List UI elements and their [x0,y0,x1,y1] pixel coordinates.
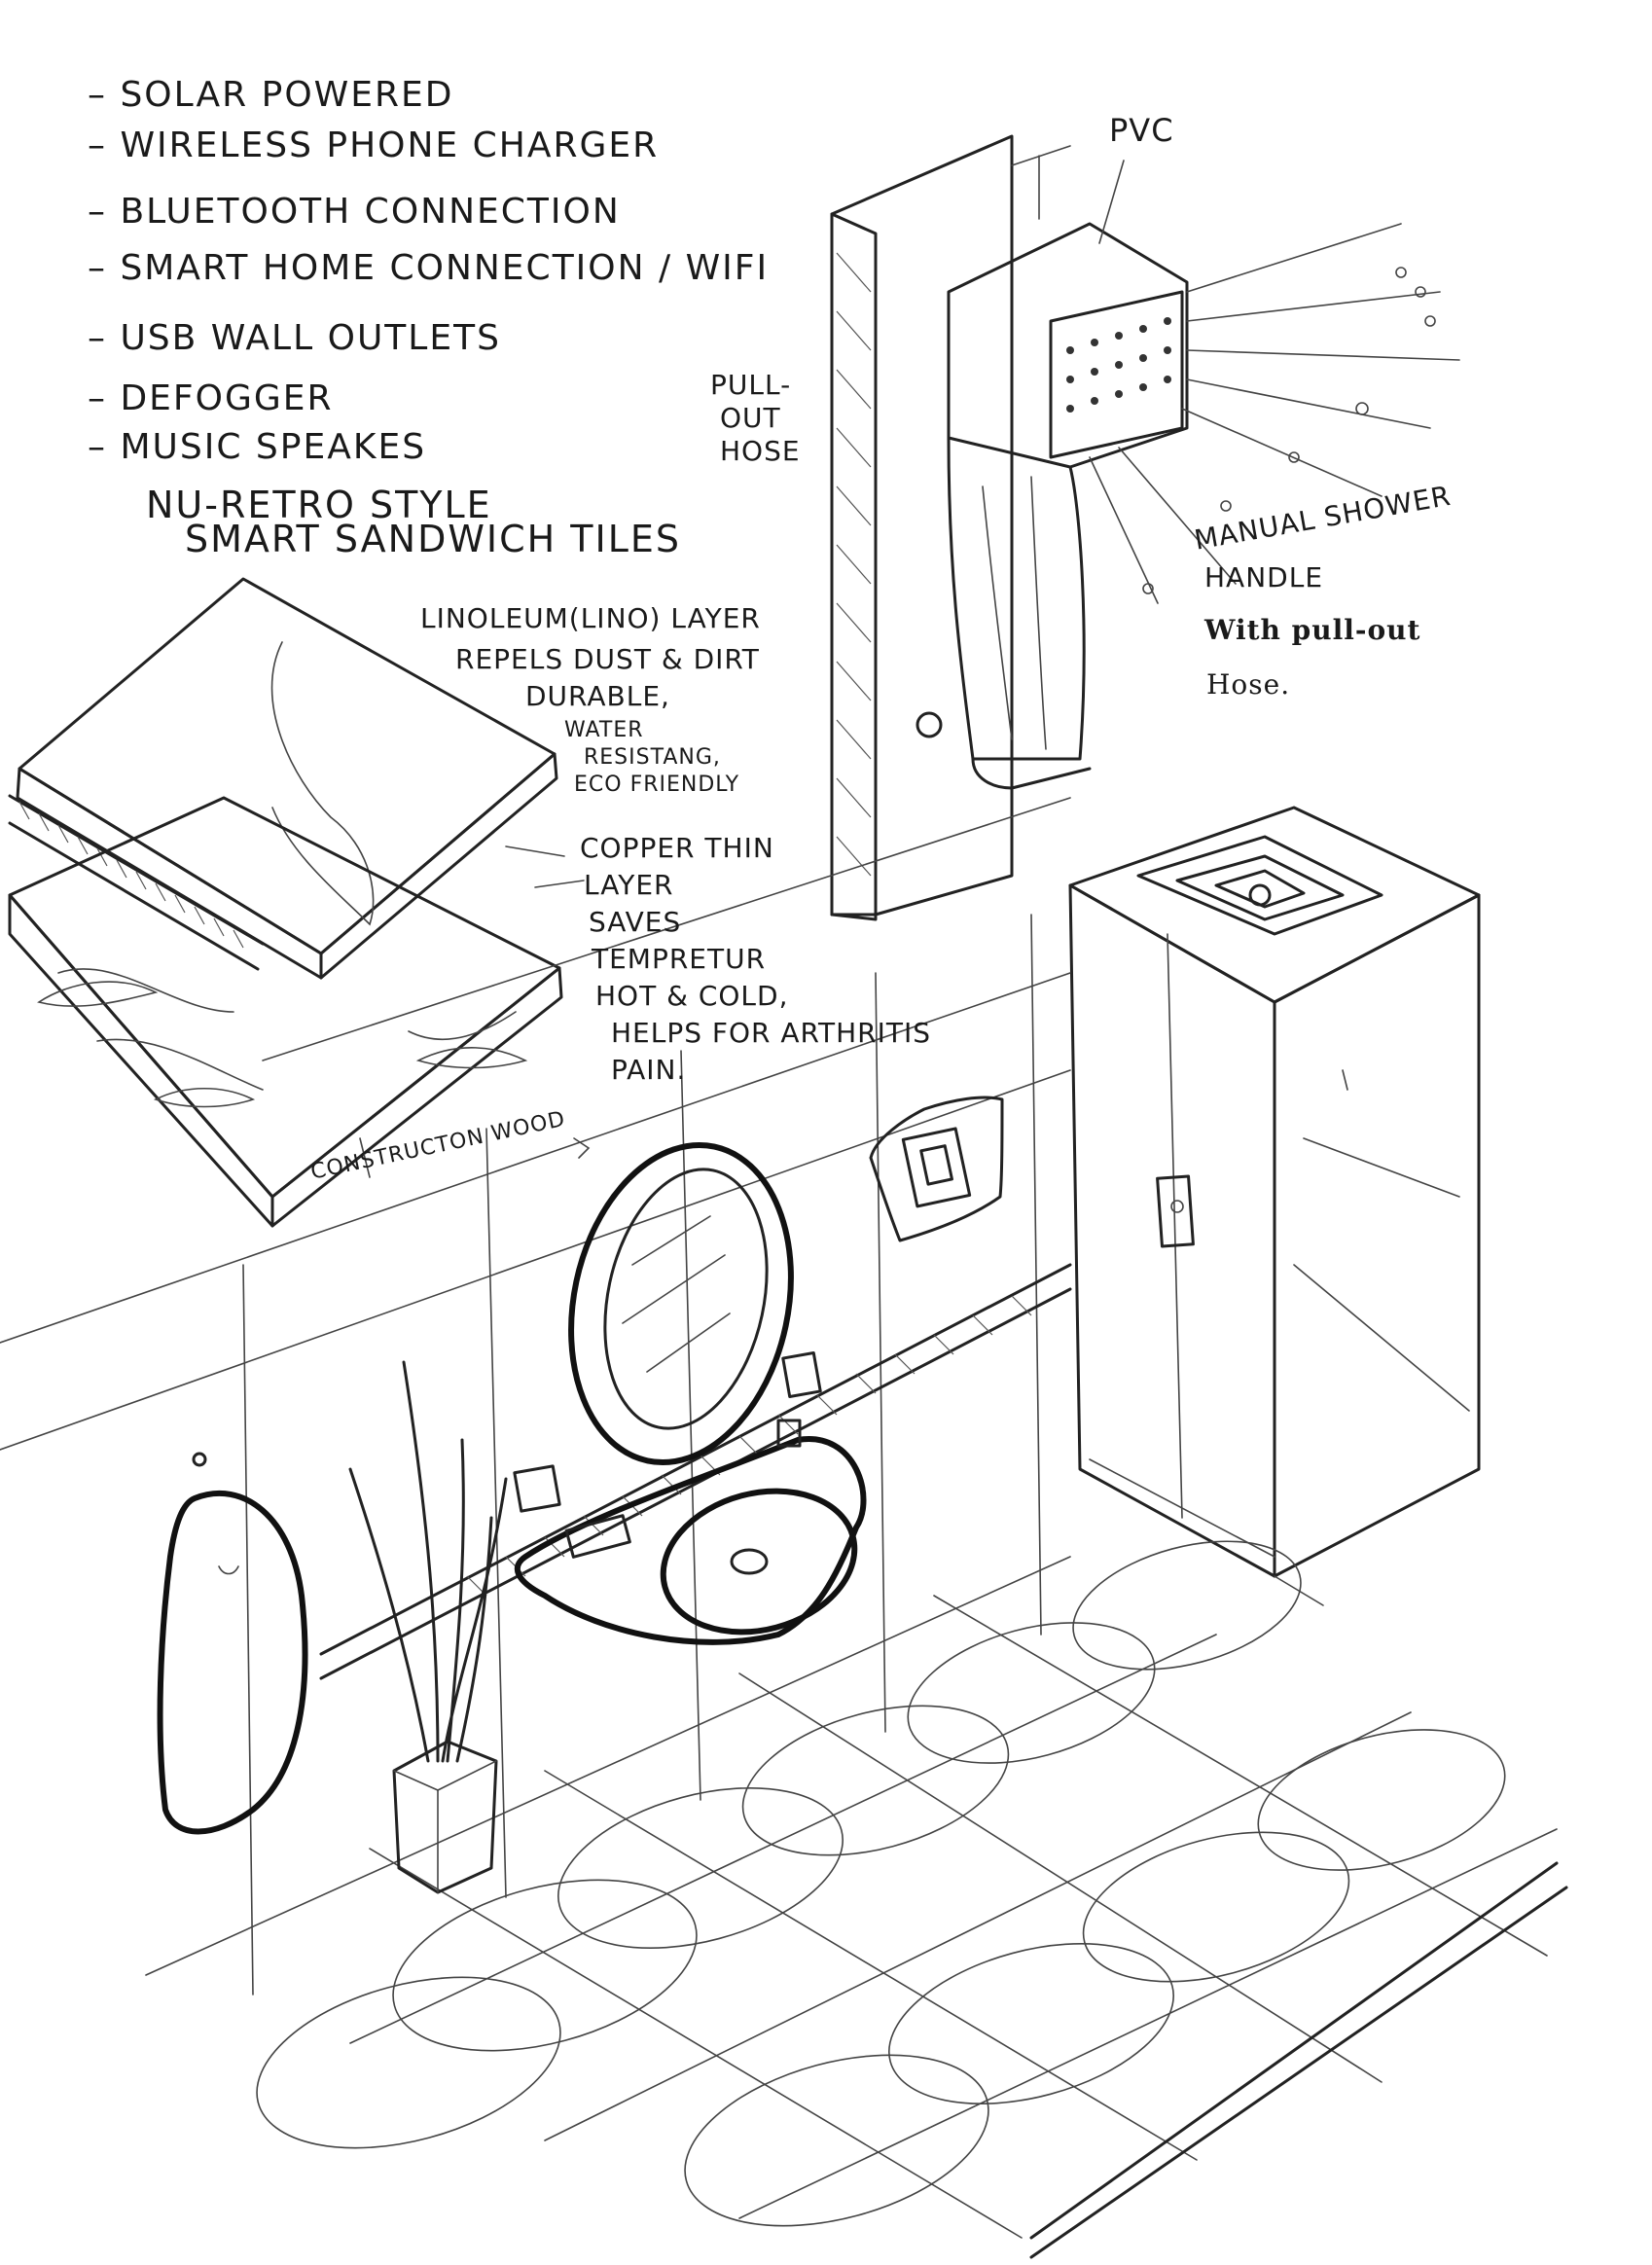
shower-panel-drawing [830,134,1460,921]
potted-plant-drawing [348,1360,508,1894]
hose-label-line-2: OUT [720,402,781,434]
linoleum-note-line-3: DURABLE, [525,680,670,712]
hose-label-line-1: PULL- [710,369,792,401]
copper-note-line-5: HOT & COLD, [595,980,789,1012]
wall-and-floor-drawing [0,797,1568,2259]
wall-picture-drawing [869,1096,1004,1242]
linoleum-note-line-5: RESISTANG, [584,745,721,770]
linoleum-note-line-1: LINOLEUM(LINO) LAYER [420,602,761,634]
pvc-label: PVC [1109,112,1174,149]
copper-note-line-7: PAIN. [611,1054,687,1086]
feature-music-speakers: MUSIC SPEAKES [88,430,426,465]
tile-title-line-2: SMART SANDWICH TILES [185,518,682,560]
feature-solar-powered: SOLAR POWERED [88,78,453,113]
shower-note-line-2: HANDLE [1204,561,1324,593]
tall-cabinet-drawing [1068,806,1481,1606]
tile-title-line-1: NU-RETRO STYLE [146,484,492,526]
shower-note-line-4: Hose. [1206,668,1291,701]
linoleum-note-line-6: ECO FRIENDLY [574,773,740,797]
linoleum-note-line-4: WATER [564,718,644,742]
sink-drawing [513,1351,867,1645]
feature-defogger: DEFOGGER [88,381,334,416]
copper-note-line-4: TEMPRETUR [592,943,767,975]
linoleum-note-line-2: REPELS DUST & DIRT [455,643,760,675]
hose-label-line-3: HOSE [720,435,801,467]
feature-bluetooth: BLUETOOTH CONNECTION [88,195,621,230]
wall-toilet-drawing [157,1452,308,1835]
copper-note-line-1: COPPER THIN [580,832,774,864]
feature-wireless-charger: WIRELESS PHONE CHARGER [88,128,659,163]
oval-mirror-drawing [568,1141,794,1466]
feature-smart-home: SMART HOME CONNECTION / WIFI [88,251,769,286]
copper-note-line-2: LAYER [584,869,674,901]
feature-usb-outlets: USB WALL OUTLETS [88,321,501,356]
sandwich-tile-drawing [8,577,585,1228]
copper-note-line-3: SAVES [589,906,682,938]
shower-note-line-3: With pull-out [1204,614,1421,646]
copper-note-line-6: HELPS FOR ARTHRITIS [611,1017,931,1049]
